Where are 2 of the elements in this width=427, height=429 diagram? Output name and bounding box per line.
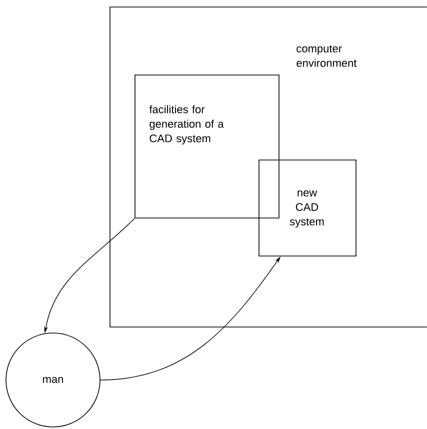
- system-box: facilities for generation of a CAD system: [134, 74, 280, 218]
- system-box: new CAD system: [258, 160, 356, 256]
